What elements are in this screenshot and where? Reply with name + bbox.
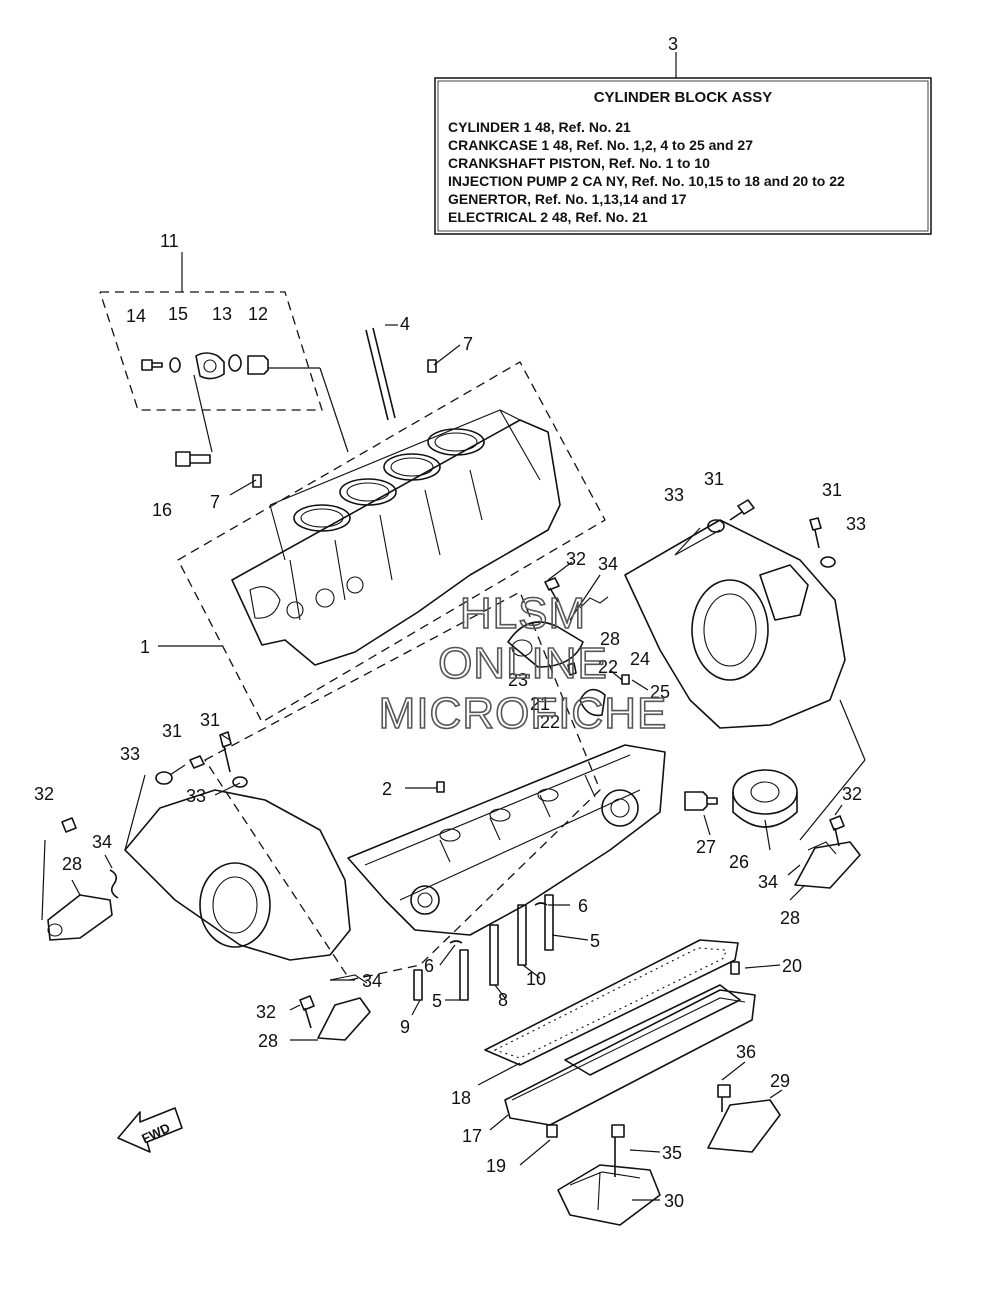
- callout-6b: 6: [424, 956, 434, 976]
- callout-11: 11: [160, 231, 179, 251]
- oil-pressure-sensor-parts: [141, 352, 349, 467]
- watermark-line-2: ONLINE: [438, 639, 608, 688]
- assembly-line-4: INJECTION PUMP 2 CA NY, Ref. No. 10,15 t…: [448, 173, 845, 189]
- callout-32b: 32: [34, 784, 54, 804]
- lower-left-bracket: [299, 974, 371, 1041]
- callout-3: 3: [668, 34, 678, 54]
- left-generator-cover: [47, 731, 351, 961]
- callout-33c: 33: [120, 744, 140, 764]
- assembly-line-5: GENERTOR, Ref. No. 1,13,14 and 17: [448, 191, 687, 207]
- callout-2: 2: [382, 779, 392, 799]
- callout-13: 13: [212, 304, 232, 324]
- callout-25: 25: [650, 682, 670, 702]
- callout-30: 30: [664, 1191, 684, 1211]
- lower-crankcase: [347, 744, 666, 1001]
- callout-33b: 33: [846, 514, 866, 534]
- callout-31a: 31: [704, 469, 724, 489]
- fwd-label: FWD: [139, 1120, 172, 1146]
- bottom-parts: [557, 1084, 781, 1226]
- callout-34a: 34: [598, 554, 618, 574]
- callout-22a: 22: [598, 657, 618, 677]
- callout-15: 15: [168, 304, 188, 324]
- callout-24: 24: [630, 649, 650, 669]
- assembly-info-box: 3 CYLINDER BLOCK ASSY CYLINDER 1 48, Ref…: [434, 34, 932, 235]
- callout-31c: 31: [162, 721, 182, 741]
- callout-35: 35: [662, 1143, 682, 1163]
- callout-6a: 6: [578, 896, 588, 916]
- callout-28c: 28: [780, 908, 800, 928]
- callout-32a: 32: [566, 549, 586, 569]
- callout-4: 4: [400, 314, 410, 334]
- callout-5b: 5: [432, 991, 442, 1011]
- callout-16: 16: [152, 500, 172, 520]
- callout-32c: 32: [842, 784, 862, 804]
- assembly-line-1: CYLINDER 1 48, Ref. No. 21: [448, 119, 631, 135]
- callout-7a: 7: [463, 334, 473, 354]
- callout-22b: 22: [540, 712, 560, 732]
- assembly-line-6: ELECTRICAL 2 48, Ref. No. 21: [448, 209, 648, 225]
- callout-28a: 28: [600, 629, 620, 649]
- group-boundaries: [99, 252, 606, 981]
- oil-pan-group: [484, 939, 756, 1138]
- callout-7b: 7: [210, 492, 220, 512]
- watermark-line-1: HLSM: [460, 589, 586, 638]
- callout-36: 36: [736, 1042, 756, 1062]
- leader-lines: [41, 324, 866, 1201]
- watermark: HLSM ONLINE MICROFICHE: [378, 588, 668, 739]
- assembly-line-2: CRANKCASE 1 48, Ref. No. 1,2, 4 to 25 an…: [448, 137, 753, 153]
- callout-29: 29: [770, 1071, 790, 1091]
- watermark-line-3: MICROFICHE: [379, 689, 668, 738]
- callout-20: 20: [782, 956, 802, 976]
- callout-19: 19: [486, 1156, 506, 1176]
- right-side-cover: [624, 499, 846, 729]
- callout-23: 23: [508, 670, 528, 690]
- callout-9: 9: [400, 1017, 410, 1037]
- callout-31b: 31: [822, 480, 842, 500]
- callout-5a: 5: [590, 931, 600, 951]
- callout-34d: 34: [362, 971, 382, 991]
- callout-28d: 28: [258, 1031, 278, 1051]
- callout-1: 1: [140, 637, 150, 657]
- callout-8: 8: [498, 990, 508, 1010]
- right-lower-bracket: [794, 815, 861, 889]
- callout-34c: 34: [758, 872, 778, 892]
- callout-12: 12: [248, 304, 268, 324]
- assembly-title: CYLINDER BLOCK ASSY: [594, 89, 773, 106]
- callout-33a: 33: [664, 485, 684, 505]
- callout-numbers: 11 14 15 13 12 16 4 7 7 1 33 31 31 33 32…: [34, 231, 866, 1211]
- callout-10: 10: [526, 969, 546, 989]
- callout-31d: 31: [200, 710, 220, 730]
- callout-14: 14: [126, 306, 146, 326]
- oil-filter-group: [684, 769, 798, 828]
- callout-21: 21: [530, 694, 550, 714]
- callout-32d: 32: [256, 1002, 276, 1022]
- upper-crankcase: [231, 327, 561, 666]
- callout-27: 27: [696, 837, 716, 857]
- callout-33d: 33: [186, 786, 206, 806]
- callout-26: 26: [729, 852, 749, 872]
- callout-18: 18: [451, 1088, 471, 1108]
- callout-28b: 28: [62, 854, 82, 874]
- callout-34b: 34: [92, 832, 112, 852]
- forward-direction-indicator: FWD: [117, 1107, 183, 1153]
- assembly-line-3: CRANKSHAFT PISTON, Ref. No. 1 to 10: [448, 155, 710, 171]
- callout-17: 17: [462, 1126, 482, 1146]
